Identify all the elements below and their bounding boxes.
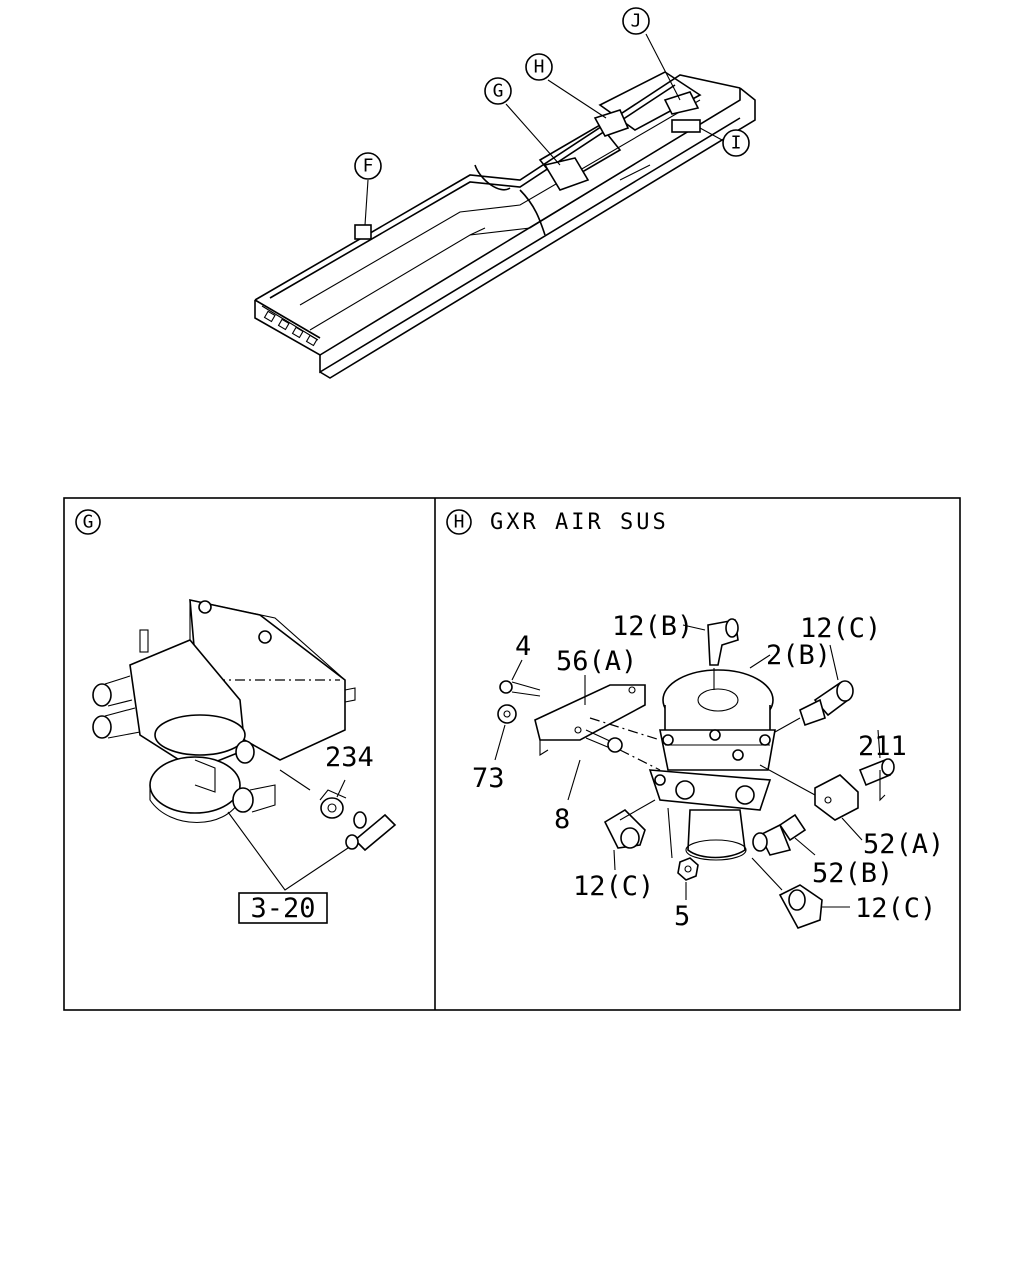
tee-fitting-g (345, 811, 397, 852)
part-234: 234 (279, 742, 374, 819)
label-56a: 56(A) (556, 646, 637, 677)
part-52b: 52(B) (752, 813, 893, 889)
callout-g: G (484, 77, 512, 105)
label-52a: 52(A) (863, 829, 944, 860)
component-g-icon (543, 157, 590, 191)
part-12c-bottom-right: 12(C) (751, 857, 936, 929)
detail-panels-frame (63, 497, 961, 1011)
guide-line (589, 717, 661, 741)
callout-i-label: I (731, 133, 742, 154)
component-i-icon (671, 119, 701, 133)
component-f-icon (354, 224, 372, 240)
label-12c-bottom-right: 12(C) (855, 893, 936, 924)
label-12c-bottom-left: 12(C) (573, 871, 654, 902)
callout-h: H (525, 53, 553, 81)
svg-text:G: G (83, 512, 94, 533)
label-12b: 12(B) (612, 611, 693, 642)
label-8: 8 (554, 804, 570, 835)
label-4: 4 (515, 631, 531, 662)
panel-h: H GXR AIR SUS 56(A) 4 73 (446, 509, 944, 932)
label-5: 5 (674, 901, 690, 932)
callout-f: F (354, 152, 382, 180)
label-211: 211 (858, 731, 907, 762)
callout-g-label: G (493, 81, 504, 102)
callout-j-label: J (631, 11, 642, 32)
label-234: 234 (325, 742, 374, 773)
valve-assembly-g (92, 598, 356, 824)
panel-h-marker: H (446, 509, 472, 535)
part-bolt-8: 8 (554, 729, 623, 835)
part-211: 211 (858, 729, 907, 802)
panel-g: G (75, 509, 397, 924)
valve-assembly-h (648, 669, 776, 861)
label-2b: 2(B) (766, 640, 831, 671)
component-j-icon (663, 91, 700, 115)
part-bracket-56a: 56(A) (534, 646, 646, 756)
svg-text:H: H (454, 512, 465, 533)
panel-h-title: GXR AIR SUS (490, 510, 669, 535)
part-bolt-4: 4 (499, 631, 541, 697)
guide-line (619, 749, 661, 771)
callout-i: I (722, 129, 750, 157)
callout-h-label: H (534, 57, 545, 78)
part-washer-73: 73 (472, 704, 517, 794)
part-12b: 12(B) (612, 611, 739, 690)
label-12c-top: 12(C) (800, 613, 881, 644)
label-73: 73 (472, 763, 505, 794)
panel-g-marker: G (75, 509, 101, 535)
part-nut-5: 5 (667, 807, 699, 932)
part-12c-bottom-left: 12(C) (573, 799, 656, 902)
label-52b: 52(B) (812, 858, 893, 889)
part-52a: 52(A) (759, 764, 944, 860)
label-3-20: 3-20 (250, 893, 315, 924)
callout-f-label: F (363, 156, 374, 177)
reference-3-20: 3-20 (227, 811, 349, 924)
frame-overview (254, 33, 756, 379)
part-12c-top: 12(C) (774, 613, 881, 733)
part-2b: 2(B) (749, 640, 831, 671)
callout-j: J (622, 7, 650, 35)
